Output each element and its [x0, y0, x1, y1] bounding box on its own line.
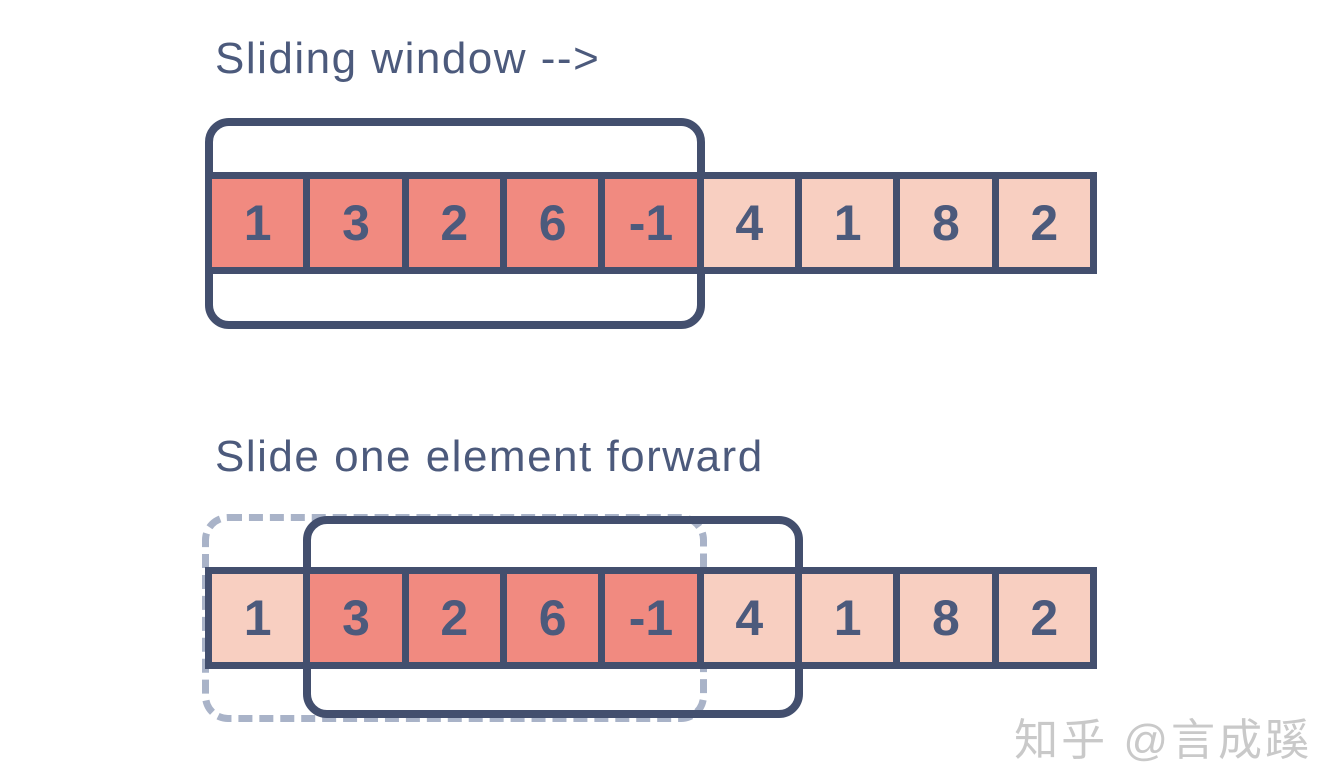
array-cell: -1	[605, 574, 704, 662]
array-cell: 3	[310, 179, 409, 267]
array-cell: 1	[212, 179, 311, 267]
diagram2-title: Slide one element forward	[215, 432, 764, 481]
array-cell: 6	[506, 574, 606, 662]
array-cell: 2	[998, 574, 1090, 662]
array-cell: 8	[900, 574, 999, 662]
array-cell: 3	[310, 574, 409, 662]
array-cell: 4	[703, 179, 802, 267]
array-cell: 2	[408, 179, 507, 267]
array-cell: 8	[900, 179, 999, 267]
array-cell: 1	[801, 179, 901, 267]
array-cell: 4	[703, 574, 802, 662]
array-cell: -1	[605, 179, 704, 267]
array-row-shifted: 1 3 2 6 -1 4 1 8 2	[205, 567, 1097, 669]
diagram1-title: Sliding window -->	[215, 34, 601, 83]
array-cell: 6	[506, 179, 606, 267]
array-row-initial: 1 3 2 6 -1 4 1 8 2	[205, 172, 1097, 274]
array-cell: 2	[998, 179, 1090, 267]
array-cell: 1	[801, 574, 901, 662]
watermark: 知乎 @言成蹊	[1014, 716, 1312, 765]
array-cell: 1	[212, 574, 311, 662]
array-cell: 2	[408, 574, 507, 662]
